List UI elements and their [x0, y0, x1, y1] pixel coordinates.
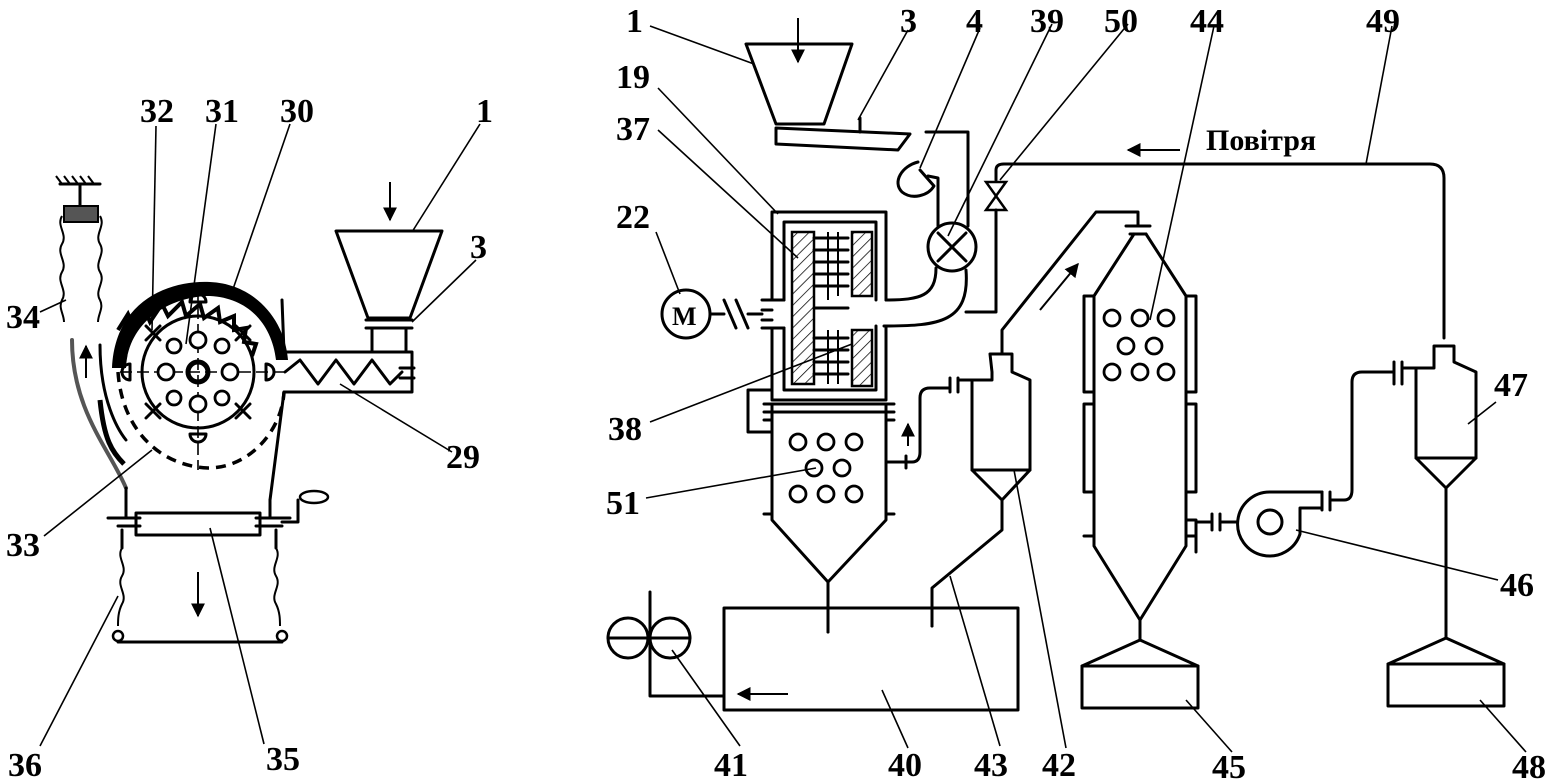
label-48: 48 — [1512, 749, 1546, 784]
label-50: 50 — [1104, 3, 1138, 40]
label-44: 44 — [1190, 3, 1224, 40]
label-4: 4 — [966, 3, 983, 40]
label-38: 38 — [608, 411, 642, 448]
screw-spiral — [283, 358, 404, 386]
roller-35 — [134, 511, 262, 537]
cyclone-47 — [1386, 344, 1506, 708]
hopper-right — [744, 42, 854, 126]
label-35: 35 — [266, 741, 300, 778]
filter-bag-top — [55, 175, 103, 323]
hopper-left — [334, 229, 444, 320]
air-line — [994, 162, 1446, 340]
label-41: 41 — [714, 747, 748, 784]
label-45: 45 — [1212, 749, 1246, 784]
cooler-51 — [762, 386, 952, 634]
label-3-left: 3 — [470, 229, 487, 266]
label-37: 37 — [616, 111, 650, 148]
collector-40 — [606, 590, 1020, 712]
bin-48 — [1386, 662, 1506, 708]
label-30: 30 — [280, 93, 314, 130]
air-label: Повітря — [1206, 124, 1316, 157]
separator-column-44 — [1080, 224, 1200, 710]
label-49: 49 — [1366, 3, 1400, 40]
label-1-left: 1 — [476, 93, 493, 130]
label-29: 29 — [446, 439, 480, 476]
right-plant-diagram: M Повітря — [606, 3, 1546, 784]
label-19: 19 — [616, 59, 650, 96]
magnetic-separator — [896, 160, 936, 198]
screw-conveyor-housing — [282, 350, 414, 394]
label-22: 22 — [616, 199, 650, 236]
label-51: 51 — [606, 485, 640, 522]
fan-icon — [1194, 370, 1396, 558]
label-34: 34 — [6, 299, 40, 336]
label-47: 47 — [1494, 367, 1528, 404]
left-mill-diagram: 34 32 31 30 1 3 29 33 36 35 — [6, 93, 493, 784]
mill-casing — [760, 210, 888, 402]
outlet-duct-grey — [70, 338, 128, 490]
motor-icon: M — [660, 288, 764, 340]
label-33: 33 — [6, 527, 40, 564]
label-46: 46 — [1500, 567, 1534, 604]
mixing-valve-icon — [926, 221, 978, 273]
label-40: 40 — [888, 747, 922, 784]
filter-bag-bottom — [111, 547, 289, 644]
label-39: 39 — [1030, 3, 1064, 40]
label-3-right: 3 — [900, 3, 917, 40]
bin-45 — [1080, 664, 1200, 710]
label-42: 42 — [1042, 747, 1076, 784]
vibrating-feeder — [774, 126, 912, 152]
serrated-screen — [112, 281, 288, 368]
valve-icon — [983, 180, 1009, 212]
hammers — [120, 292, 276, 444]
motor-symbol: M — [672, 302, 697, 331]
label-32: 32 — [140, 93, 174, 130]
label-31: 31 — [205, 93, 239, 130]
label-43: 43 — [974, 747, 1008, 784]
dashed-grate — [116, 371, 286, 470]
label-36: 36 — [8, 747, 42, 784]
label-1-right: 1 — [626, 3, 643, 40]
